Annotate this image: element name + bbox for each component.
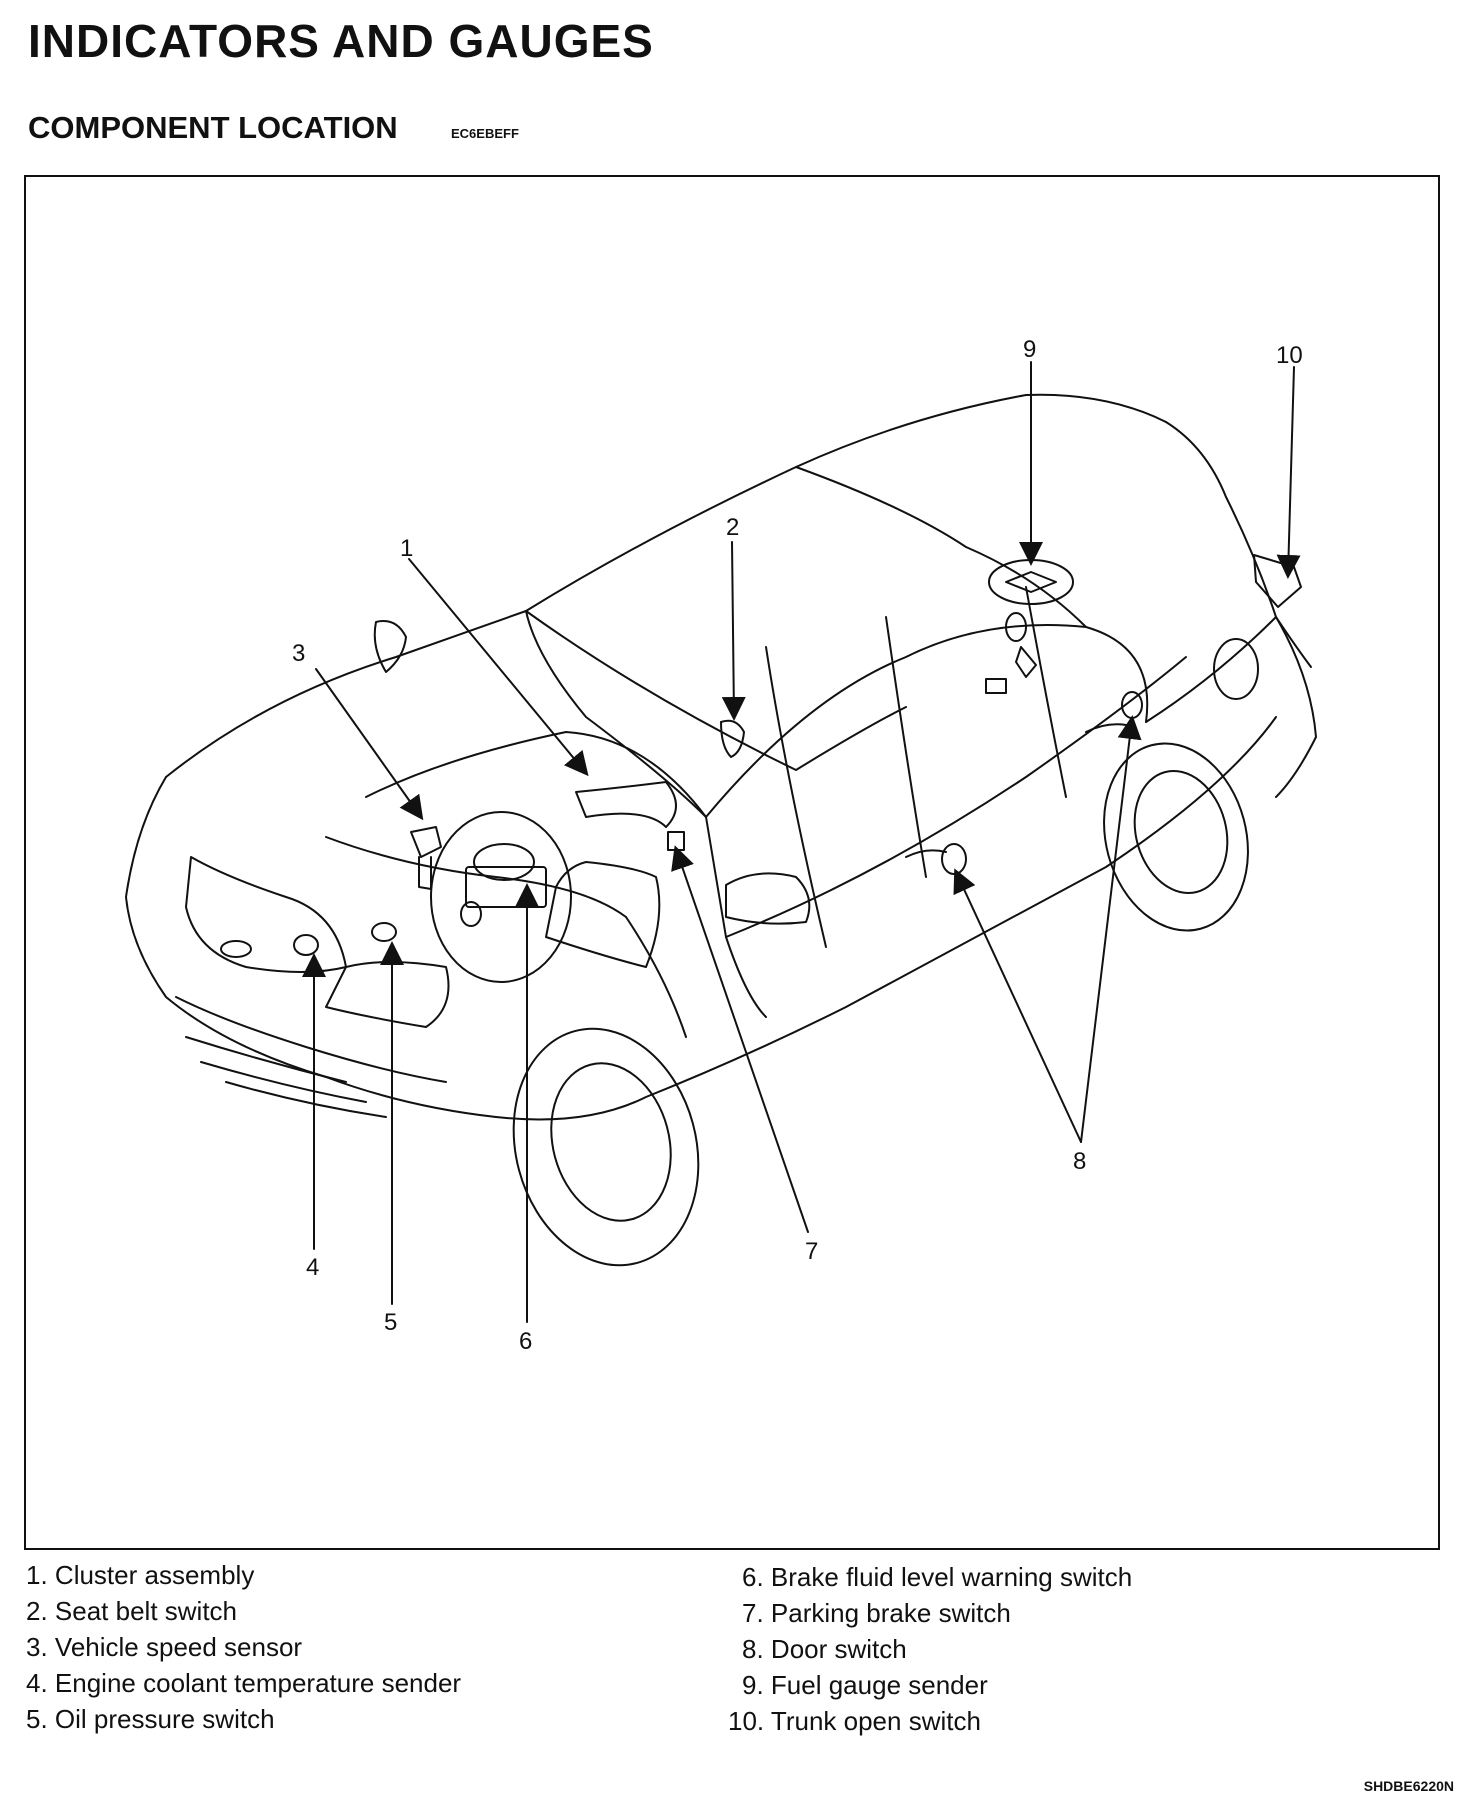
section-code: EC6EBEFF — [451, 126, 519, 141]
legend-number: 9. — [742, 1670, 764, 1700]
legend-item: 5. Oil pressure switch — [26, 1704, 275, 1735]
callout-4: 4 — [306, 1254, 319, 1281]
callout-2: 2 — [726, 514, 739, 541]
legend-item: 6. Brake fluid level warning switch — [742, 1562, 1132, 1593]
callout-7: 7 — [805, 1238, 818, 1265]
legend-label: Fuel gauge sender — [770, 1670, 988, 1700]
legend-item: 8. Door switch — [742, 1634, 907, 1665]
callout-6: 6 — [519, 1328, 532, 1355]
legend-item: 7. Parking brake switch — [742, 1598, 1011, 1629]
callout-3: 3 — [292, 640, 305, 667]
legend-label: Cluster assembly — [54, 1560, 255, 1590]
legend-item: 4. Engine coolant temperature sender — [26, 1668, 461, 1699]
legend-number: 2. — [26, 1596, 48, 1626]
legend-label: Parking brake switch — [770, 1598, 1011, 1628]
figure-code: SHDBE6220N — [1363, 1778, 1454, 1794]
legend-number: 5. — [26, 1704, 48, 1734]
legend-label: Oil pressure switch — [54, 1704, 275, 1734]
callout-5: 5 — [384, 1309, 397, 1336]
legend-number: 7. — [742, 1598, 764, 1628]
car-diagram: 1 2 3 4 5 6 7 8 9 10 — [125, 336, 1317, 1355]
callout-1: 1 — [400, 535, 413, 562]
page-title: INDICATORS AND GAUGES — [28, 15, 654, 67]
component-location-figure: 1 2 3 4 5 6 7 8 9 10 — [24, 175, 1440, 1550]
legend-label: Trunk open switch — [770, 1706, 981, 1736]
legend-item: 1. Cluster assembly — [26, 1560, 254, 1591]
section-title: COMPONENT LOCATION — [28, 110, 398, 145]
legend-label: Door switch — [770, 1634, 907, 1664]
legend-label: Vehicle speed sensor — [54, 1632, 303, 1662]
legend-label: Brake fluid level warning switch — [770, 1562, 1133, 1592]
callout-9: 9 — [1023, 336, 1036, 363]
legend-item: 2. Seat belt switch — [26, 1596, 237, 1627]
cluster-assembly-shape — [545, 861, 661, 968]
legend-number: 8. — [742, 1634, 764, 1664]
legend-number: 1. — [26, 1560, 48, 1590]
legend-label: Engine coolant temperature sender — [54, 1668, 462, 1698]
legend-label: Seat belt switch — [54, 1596, 238, 1626]
leader-lines — [302, 361, 1301, 1323]
legend-item: 3. Vehicle speed sensor — [26, 1632, 302, 1663]
legend-number: 10. — [728, 1706, 765, 1736]
legend-item: 10. Trunk open switch — [728, 1706, 981, 1737]
legend-item: 9. Fuel gauge sender — [742, 1670, 988, 1701]
legend-number: 3. — [26, 1632, 48, 1662]
legend-number: 6. — [742, 1562, 764, 1592]
callout-10: 10 — [1276, 342, 1303, 369]
car-outline — [125, 393, 1317, 1267]
legend-number: 4. — [26, 1668, 48, 1698]
callout-8: 8 — [1073, 1148, 1086, 1175]
